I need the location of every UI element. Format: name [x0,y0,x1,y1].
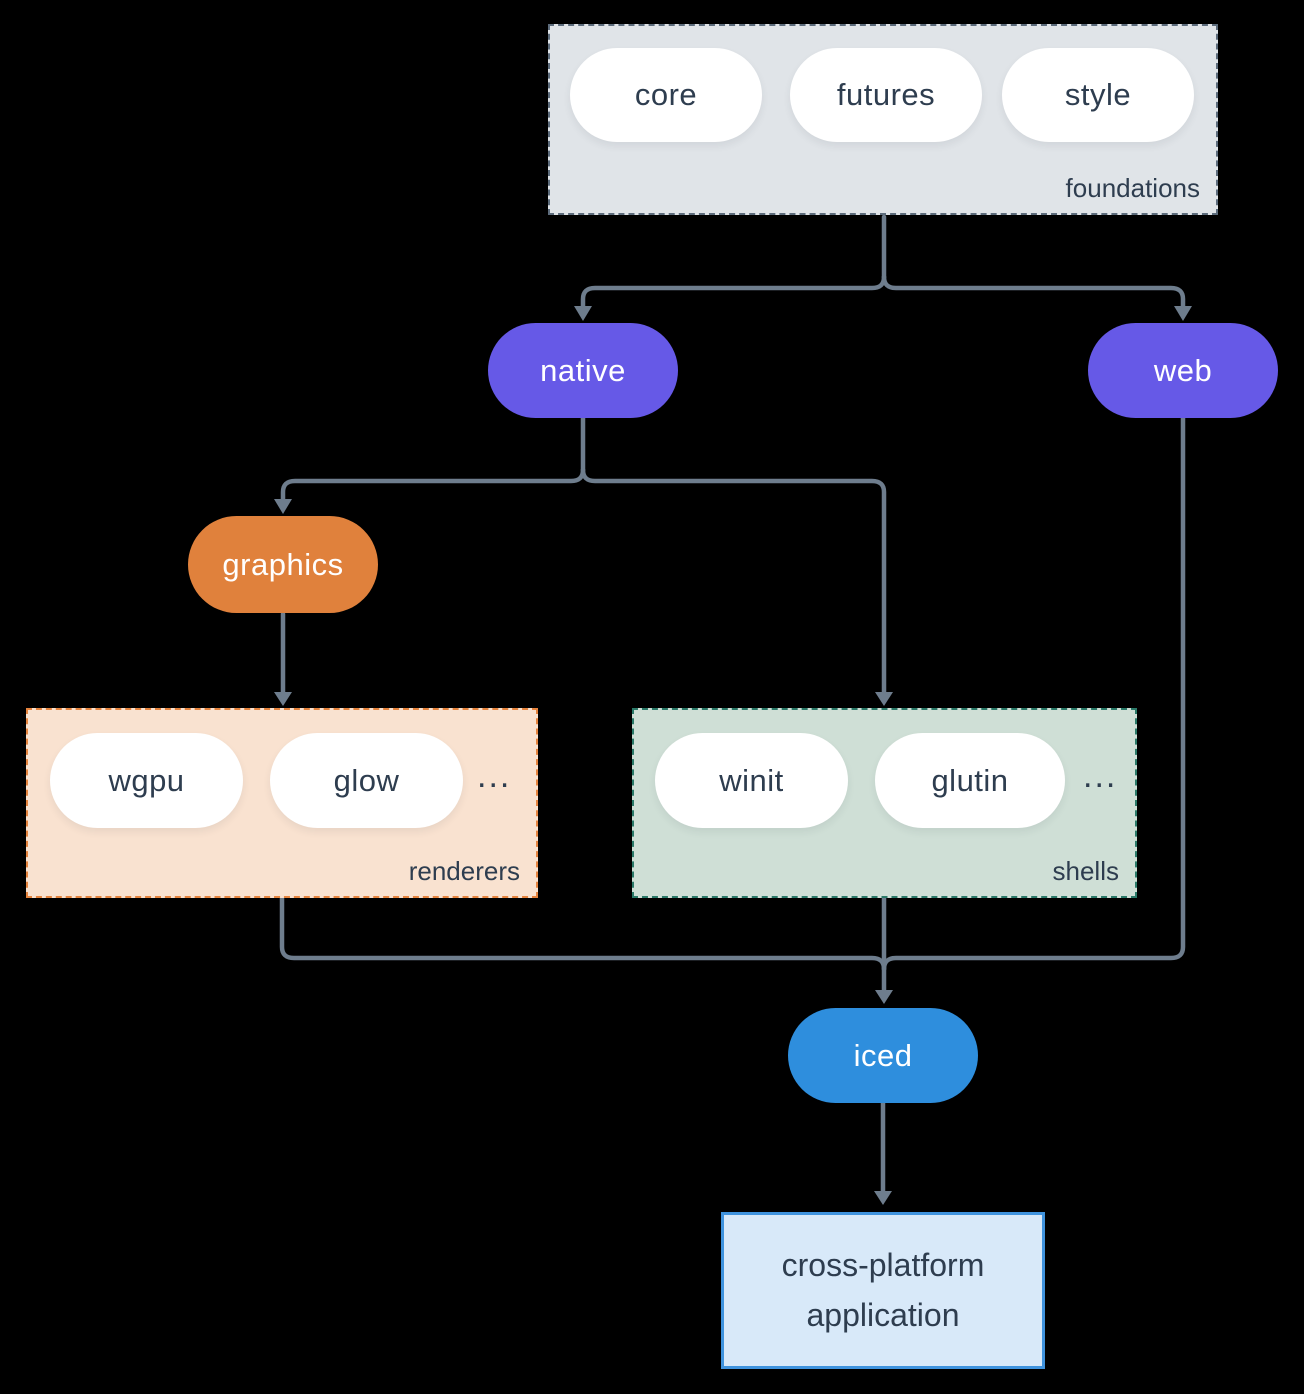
edge-foundations-web [881,274,1186,309]
edge-renderers-iced [279,895,887,972]
arrowhead-native [574,306,592,321]
renderers-label: renderers [408,856,520,886]
node-futures: futures [790,48,982,142]
node-graphics: graphics [188,516,378,613]
shells-ellipsis: ... [1083,757,1118,795]
edge-foundations-native [580,274,887,309]
node-native: native [488,323,678,418]
node-core: core [570,48,762,142]
arrowhead-web [1174,306,1192,321]
shells-label: shells [1052,856,1119,886]
node-style: style [1002,48,1194,142]
arrowhead-application [874,1191,892,1205]
arrowhead-renderers [274,692,292,706]
node-glow: glow [270,733,463,828]
edge-native-shells [580,467,887,695]
node-iced: iced [788,1008,978,1103]
renderers-ellipsis: ... [477,757,512,795]
foundations-label: foundations [1065,173,1200,203]
arrowhead-iced [875,990,893,1004]
arrowhead-shells [875,692,893,706]
application-box: cross-platform application [721,1212,1045,1369]
edge-native-graphics [280,467,586,502]
node-glutin: glutin [875,733,1065,828]
arrowhead-graphics [274,499,292,514]
node-web: web [1088,323,1278,418]
node-wgpu: wgpu [50,733,243,828]
node-winit: winit [655,733,848,828]
